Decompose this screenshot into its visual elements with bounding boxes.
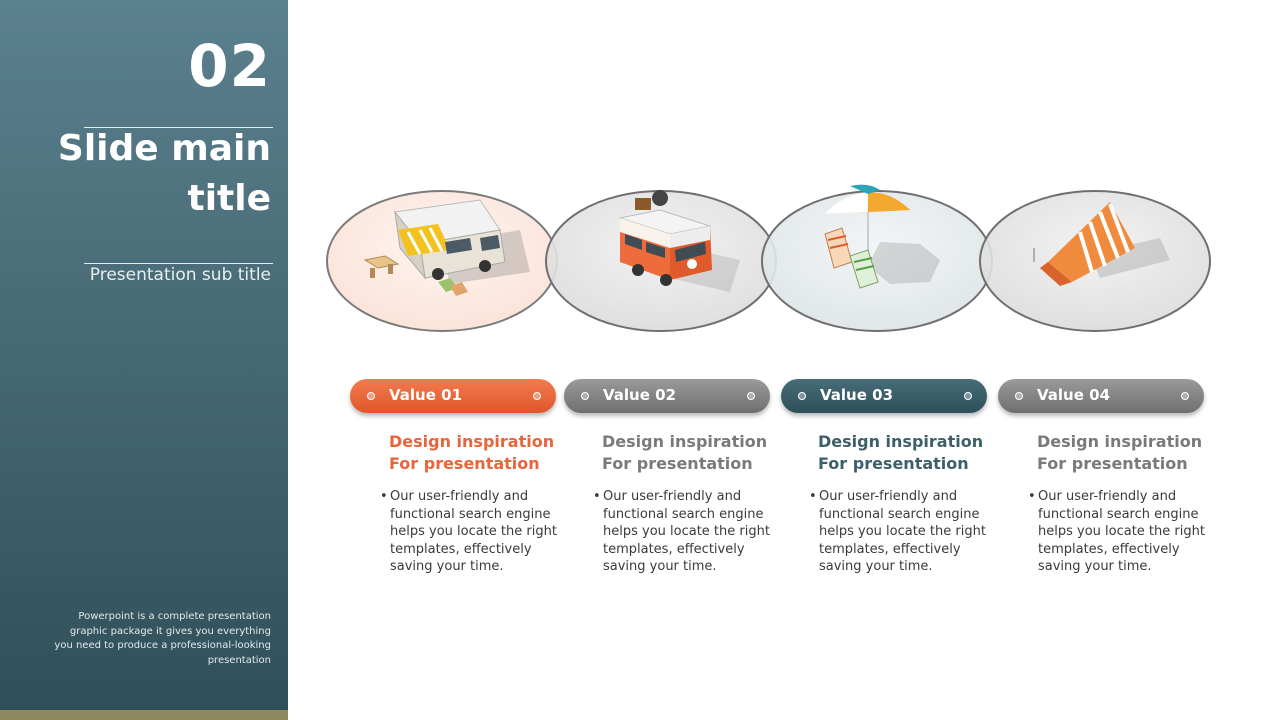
slide-blurb: Powerpoint is a complete presentation gr… xyxy=(54,611,271,666)
value-03-heading-line1: Design inspiration xyxy=(818,432,984,451)
value-03-pill[interactable]: Value 03 xyxy=(781,379,987,413)
value-01-pill[interactable]: Value 01 xyxy=(350,379,556,413)
beach-umbrella-icon xyxy=(824,184,940,289)
value-04-label: Value 04 xyxy=(1037,386,1111,404)
value-01-description: • Our user-friendly and functional searc… xyxy=(380,488,562,576)
pill-right-dot xyxy=(964,392,972,400)
value-01-heading-line1: Design inspiration xyxy=(389,432,555,451)
pill-right-dot xyxy=(747,392,755,400)
value-04-description: • Our user-friendly and functional searc… xyxy=(1028,488,1210,576)
value-02-description: • Our user-friendly and functional searc… xyxy=(593,488,775,576)
value-02-heading-line1: Design inspiration xyxy=(602,432,768,451)
divider-top xyxy=(84,127,273,128)
tent-icon xyxy=(1033,202,1170,286)
value-04-bullet-text: Our user-friendly and functional search … xyxy=(1038,489,1205,575)
bullet-icon: • xyxy=(1028,489,1036,504)
value-04-heading: Design inspiration For presentation xyxy=(1037,431,1217,475)
value-02-heading-line2: For presentation xyxy=(602,454,753,473)
value-02-label: Value 02 xyxy=(603,386,677,404)
sidebar-panel: 02 Slide main title Presentation sub tit… xyxy=(0,0,288,710)
divider-subtitle xyxy=(84,263,273,264)
van-icon xyxy=(618,190,740,292)
value-01-label: Value 01 xyxy=(389,386,463,404)
pill-left-dot xyxy=(581,392,589,400)
value-02-pill[interactable]: Value 02 xyxy=(564,379,770,413)
pill-left-dot xyxy=(367,392,375,400)
slide-title-line2: title xyxy=(187,178,271,219)
value-03-heading-line2: For presentation xyxy=(818,454,969,473)
bullet-icon: • xyxy=(593,489,601,504)
value-04-pill[interactable]: Value 04 xyxy=(998,379,1204,413)
value-01-heading: Design inspiration For presentation xyxy=(389,431,569,475)
value-03-label: Value 03 xyxy=(820,386,894,404)
value-02-bullet-text: Our user-friendly and functional search … xyxy=(603,489,770,575)
pill-right-dot xyxy=(533,392,541,400)
value-02-heading: Design inspiration For presentation xyxy=(602,431,782,475)
slide-number: 02 xyxy=(188,32,271,100)
value-03-heading: Design inspiration For presentation xyxy=(818,431,998,475)
pill-left-dot xyxy=(798,392,806,400)
step-illustrations xyxy=(326,184,1211,332)
slide-title-line1: Slide main xyxy=(57,128,271,169)
pill-right-dot xyxy=(1181,392,1189,400)
bullet-icon: • xyxy=(380,489,388,504)
value-04-heading-line1: Design inspiration xyxy=(1037,432,1203,451)
bullet-icon: • xyxy=(809,489,817,504)
slide-subtitle: Presentation sub title xyxy=(89,265,271,285)
pill-left-dot xyxy=(1015,392,1023,400)
value-01-bullet-text: Our user-friendly and functional search … xyxy=(390,489,557,575)
slide-title: Slide main title xyxy=(41,124,271,224)
rv-camper-icon xyxy=(363,199,530,296)
sidebar-footer-strip xyxy=(0,710,288,720)
value-04-heading-line2: For presentation xyxy=(1037,454,1188,473)
value-03-description: • Our user-friendly and functional searc… xyxy=(809,488,991,576)
value-01-heading-line2: For presentation xyxy=(389,454,540,473)
value-03-bullet-text: Our user-friendly and functional search … xyxy=(819,489,986,575)
